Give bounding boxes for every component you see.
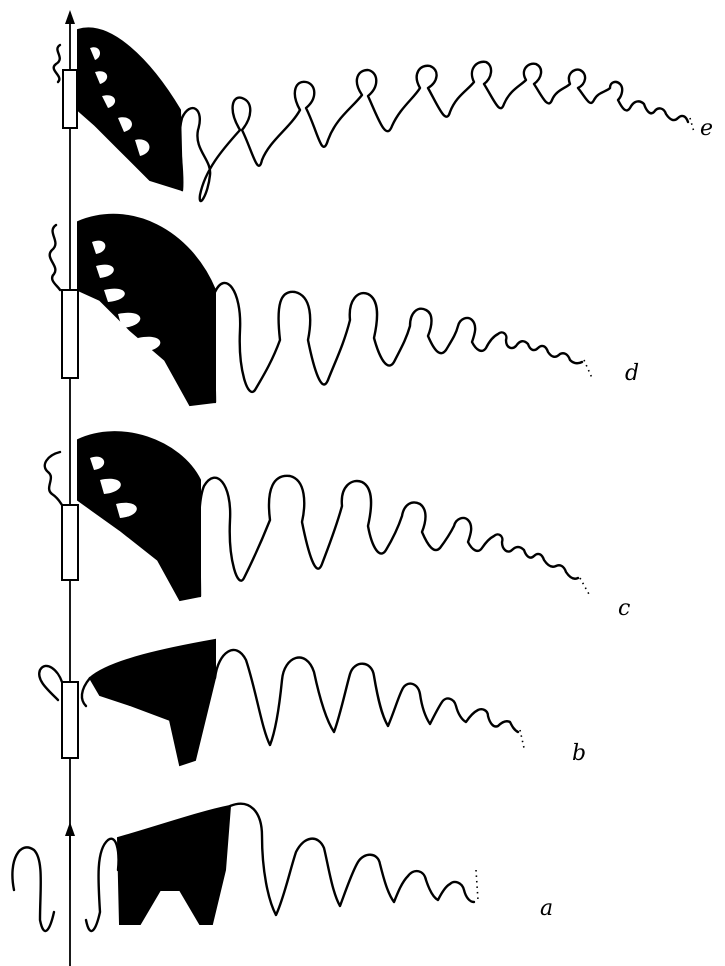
stage-a: a xyxy=(12,804,553,931)
stage-label-a: a xyxy=(540,896,553,921)
stage-c: c xyxy=(45,432,631,621)
stage-label-d: d xyxy=(625,361,639,386)
stage-label-e: e xyxy=(700,116,713,141)
stage-d: d xyxy=(50,215,639,405)
stage-label-c: c xyxy=(618,596,630,621)
stage-b: b xyxy=(39,640,586,766)
stage-label-b: b xyxy=(572,741,586,766)
stage-e: e xyxy=(54,28,713,201)
